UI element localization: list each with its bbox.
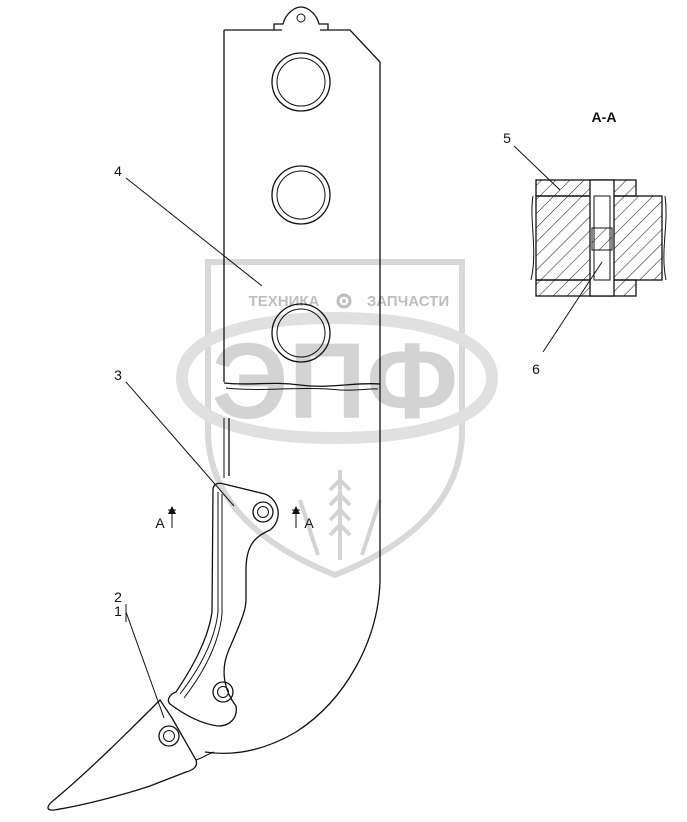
section-break-left — [530, 195, 535, 281]
shin-guard-outline — [167, 482, 279, 727]
callout-3: 3 — [114, 367, 235, 507]
section-pin-sleeve — [591, 227, 613, 251]
svg-text:6: 6 — [532, 361, 540, 377]
watermark-text-right: ЗАПЧАСТИ — [367, 293, 449, 310]
watermark: ЭПФ ТЕХНИКА ЗАПЧАСТИ — [175, 259, 499, 579]
svg-text:2: 2 — [114, 589, 122, 605]
watermark-wheat-icon — [298, 470, 382, 560]
shin-guard-inner-edge — [179, 492, 219, 695]
break-line — [223, 382, 381, 387]
shank-part-4 — [204, 6, 381, 755]
svg-text:4: 4 — [114, 163, 122, 179]
callout-6: 6 — [532, 261, 603, 377]
watermark-gear-icon — [336, 293, 352, 309]
shin-guard-bolt-lower — [212, 681, 234, 703]
watermark-text-left: ТЕХНИКА — [249, 293, 320, 310]
tip-pin — [158, 725, 180, 747]
shank-hole-2 — [271, 165, 331, 225]
shank-outline — [204, 29, 381, 755]
svg-text:3: 3 — [114, 367, 122, 383]
section-title: A-A — [592, 109, 617, 125]
shin-guard-bolt-upper — [252, 501, 274, 523]
watermark-ellipse — [175, 311, 499, 445]
svg-text:A: A — [304, 515, 314, 531]
shin-guard-inner-edge-2 — [183, 494, 223, 699]
shank-hole-1 — [271, 52, 331, 112]
ripper-tip-part-1-2 — [47, 698, 215, 811]
section-upper-plate — [535, 179, 637, 197]
tip-outline — [47, 698, 198, 811]
section-mark-left: A — [155, 506, 176, 531]
section-lower-plate — [535, 279, 637, 297]
shin-guard-part-3 — [167, 482, 279, 727]
callout-2: 2 — [114, 589, 165, 719]
shank-hole-3 — [271, 303, 331, 363]
callout-5: 5 — [503, 130, 561, 191]
callout-1: 1 — [114, 603, 122, 619]
watermark-logo-text: ЭПФ — [212, 320, 459, 441]
svg-text:1: 1 — [114, 603, 122, 619]
section-mark-right: A — [292, 506, 314, 531]
svg-text:A: A — [155, 515, 165, 531]
lug-hole — [296, 13, 306, 23]
svg-text:5: 5 — [503, 130, 511, 146]
callout-4: 4 — [114, 163, 263, 287]
lifting-lug — [273, 6, 329, 30]
break-line-lower — [225, 387, 379, 391]
section-break-right — [663, 195, 667, 281]
tip-joint — [195, 751, 215, 761]
